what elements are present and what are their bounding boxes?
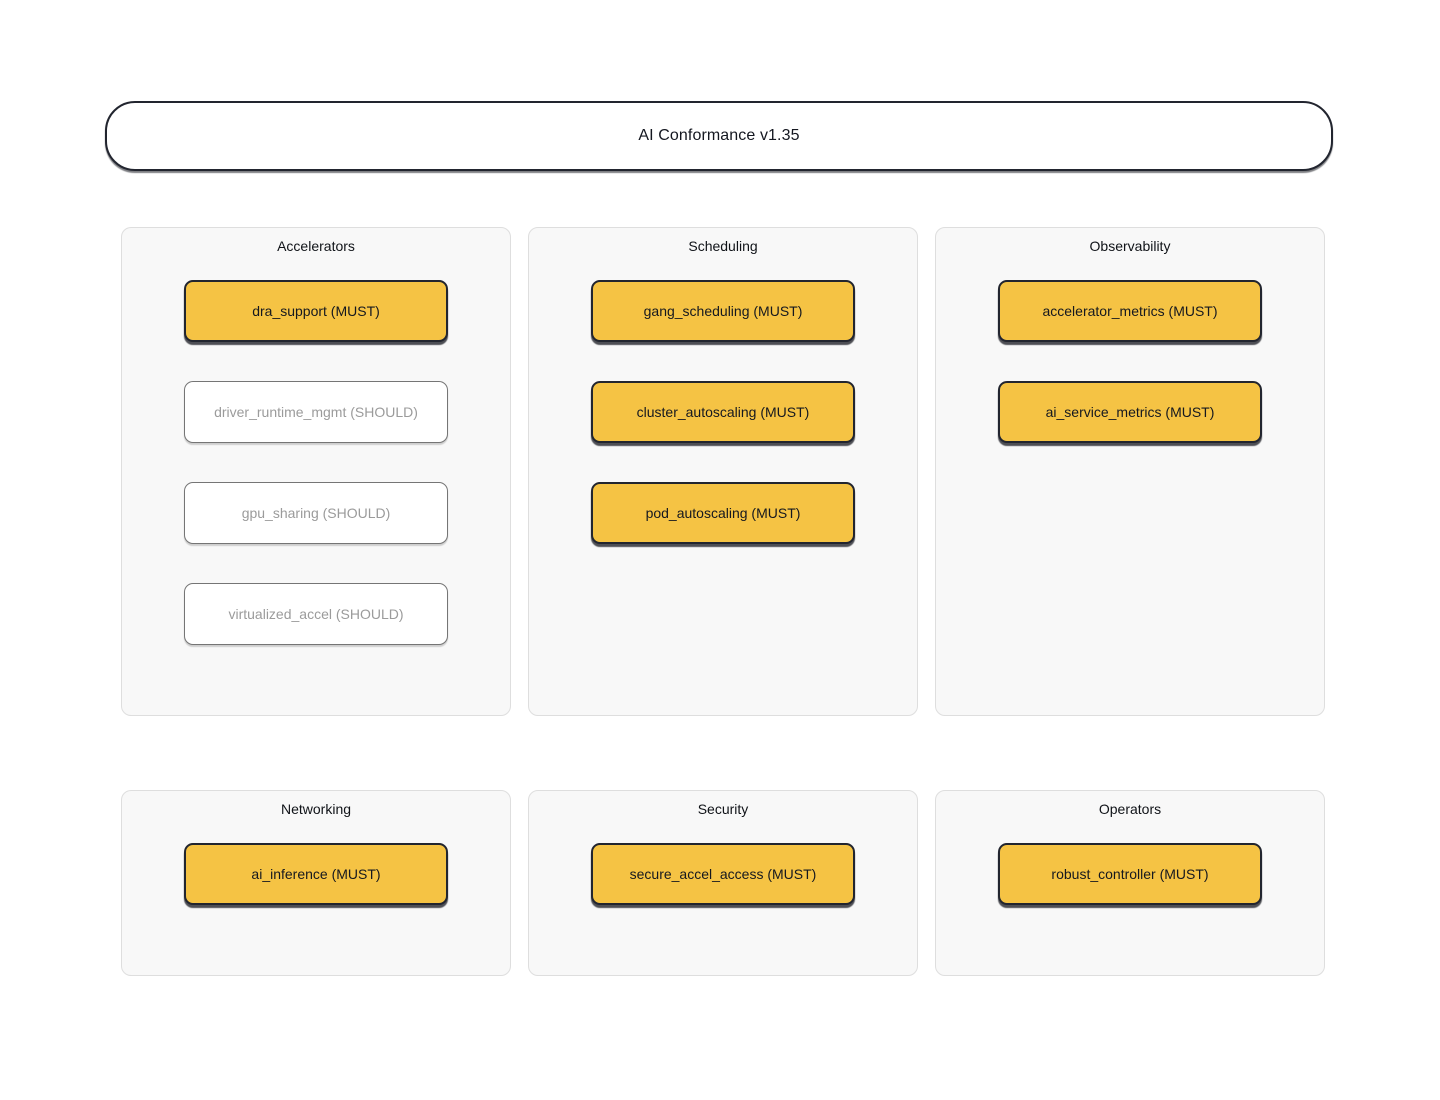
node-stack: robust_controller (MUST) — [936, 843, 1324, 905]
node-stack: ai_inference (MUST) — [122, 843, 510, 905]
cluster-networking: Networking ai_inference (MUST) — [121, 790, 511, 976]
cluster-row-top: Accelerators dra_support (MUST) driver_r… — [121, 227, 1325, 716]
node-stack: dra_support (MUST) driver_runtime_mgmt (… — [122, 280, 510, 645]
node-ai-inference[interactable]: ai_inference (MUST) — [184, 843, 448, 905]
cluster-scheduling: Scheduling gang_scheduling (MUST) cluste… — [528, 227, 918, 716]
cluster-row-bottom: Networking ai_inference (MUST) Security … — [121, 790, 1325, 976]
diagram-title: AI Conformance v1.35 — [638, 127, 800, 144]
node-accelerator-metrics[interactable]: accelerator_metrics (MUST) — [998, 280, 1262, 342]
node-driver-runtime-mgmt[interactable]: driver_runtime_mgmt (SHOULD) — [184, 381, 448, 443]
cluster-title: Accelerators — [277, 238, 355, 254]
cluster-title: Observability — [1089, 238, 1171, 254]
cluster-security: Security secure_accel_access (MUST) — [528, 790, 918, 976]
node-gang-scheduling[interactable]: gang_scheduling (MUST) — [591, 280, 855, 342]
node-robust-controller[interactable]: robust_controller (MUST) — [998, 843, 1262, 905]
node-ai-service-metrics[interactable]: ai_service_metrics (MUST) — [998, 381, 1262, 443]
cluster-operators: Operators robust_controller (MUST) — [935, 790, 1325, 976]
node-gpu-sharing[interactable]: gpu_sharing (SHOULD) — [184, 482, 448, 544]
diagram-title-banner: AI Conformance v1.35 — [105, 101, 1333, 171]
node-stack: accelerator_metrics (MUST) ai_service_me… — [936, 280, 1324, 443]
cluster-title: Networking — [280, 801, 352, 817]
cluster-title: Security — [697, 801, 749, 817]
node-pod-autoscaling[interactable]: pod_autoscaling (MUST) — [591, 482, 855, 544]
node-secure-accel-access[interactable]: secure_accel_access (MUST) — [591, 843, 855, 905]
node-dra-support[interactable]: dra_support (MUST) — [184, 280, 448, 342]
cluster-title: Operators — [1098, 801, 1162, 817]
node-cluster-autoscaling[interactable]: cluster_autoscaling (MUST) — [591, 381, 855, 443]
cluster-title: Scheduling — [688, 238, 758, 254]
node-stack: secure_accel_access (MUST) — [529, 843, 917, 905]
node-stack: gang_scheduling (MUST) cluster_autoscali… — [529, 280, 917, 544]
cluster-accelerators: Accelerators dra_support (MUST) driver_r… — [121, 227, 511, 716]
node-virtualized-accel[interactable]: virtualized_accel (SHOULD) — [184, 583, 448, 645]
cluster-observability: Observability accelerator_metrics (MUST)… — [935, 227, 1325, 716]
